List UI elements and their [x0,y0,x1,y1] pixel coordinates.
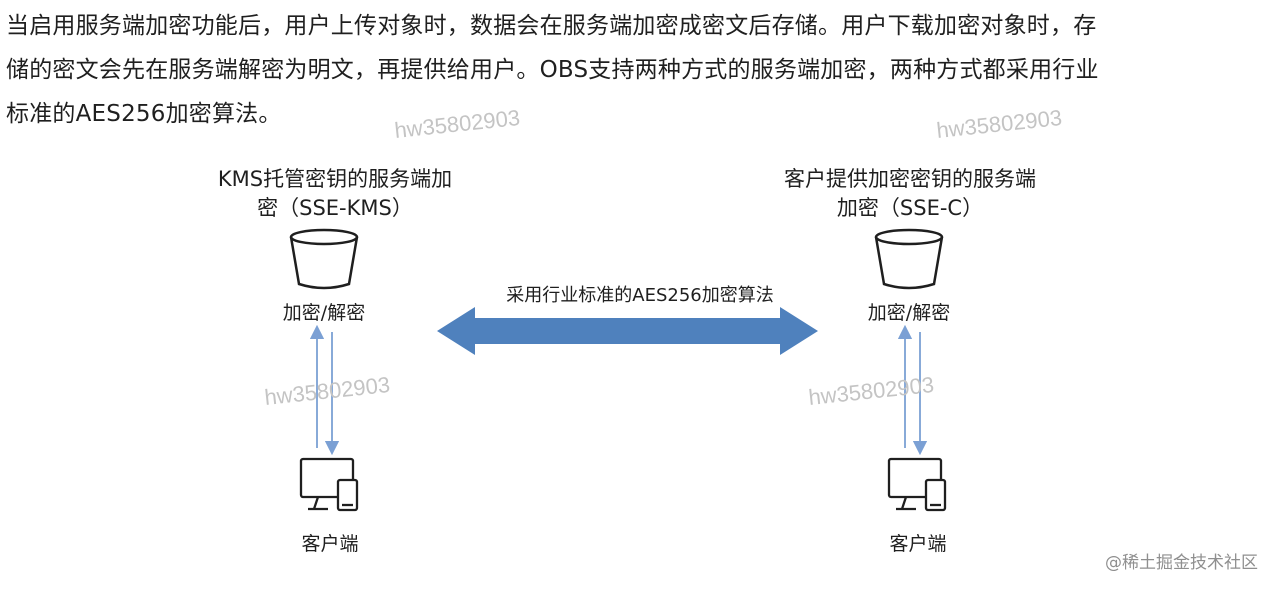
aes256-arrow-label: 采用行业标准的AES256加密算法 [506,285,774,306]
right-client-icon [887,457,947,512]
intro-line-3: 标准的AES256加密算法。 [6,101,282,127]
left-title-line-1: KMS托管密钥的服务端加 [217,167,453,191]
left-crypto-label: 加密/解密 [282,302,366,324]
left-bucket-icon [289,228,359,290]
right-client-label: 客户端 [889,533,947,555]
right-title-line-1: 客户提供加密密钥的服务端 [784,167,1036,191]
right-bucket-icon [874,228,944,290]
intro-line-2: 储的密文会先在服务端解密为明文，再提供给用户。OBS支持两种方式的服务端加密，两… [6,57,1099,83]
left-title-line-2: 密（SSE-KMS） [257,196,413,220]
right-crypto-label: 加密/解密 [867,302,951,324]
aes256-double-arrow [437,307,818,355]
left-client-icon [299,457,359,512]
right-title: 客户提供加密密钥的服务端 加密（SSE-C） [760,165,1060,223]
right-title-line-2: 加密（SSE-C） [836,196,984,220]
intro-paragraph: 当启用服务端加密功能后，用户上传对象时，数据会在服务端加密成密文后存储。用户下载… [6,4,1272,136]
left-client-label: 客户端 [301,533,359,555]
brand-watermark: @稀土掘金技术社区 [1105,553,1258,573]
left-title: KMS托管密钥的服务端加 密（SSE-KMS） [195,165,475,223]
intro-line-1: 当启用服务端加密功能后，用户上传对象时，数据会在服务端加密成密文后存储。用户下载… [6,13,1097,39]
